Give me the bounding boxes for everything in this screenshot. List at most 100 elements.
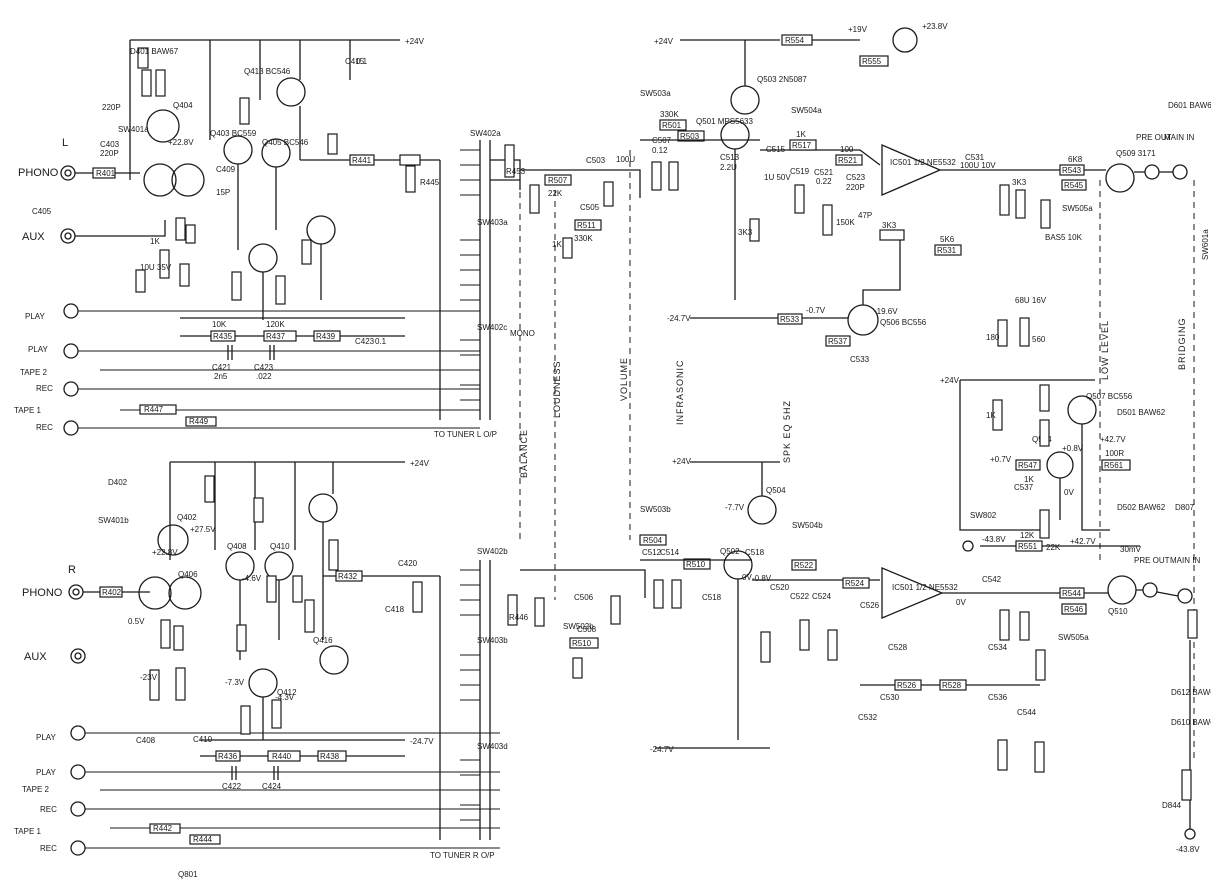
value-label: 0.12: [652, 146, 668, 155]
resistor-r546: [1061, 603, 1087, 615]
ic-label: IC501 1/2 NE5532: [890, 158, 956, 167]
resistor-label: R440: [272, 752, 292, 761]
switch-label: SW402c: [477, 323, 507, 332]
tuner-out-left: TO TUNER L O/P: [434, 430, 497, 439]
diode-label: D612 BAW62: [1171, 688, 1211, 697]
play-label: PLAY: [36, 768, 57, 777]
value-label: -7.7V: [725, 503, 745, 512]
resistor-r543: [997, 319, 1008, 347]
main-in-jack-bottom: [1177, 588, 1193, 604]
resistor-label: R432: [338, 572, 358, 581]
transistor-label: Q801: [178, 870, 198, 879]
diode-label: D844: [1162, 801, 1182, 810]
resistor-r519: [822, 204, 833, 236]
resistor-r431: [185, 224, 196, 244]
test-point-b2: [1184, 828, 1196, 840]
resistor-r520: [827, 629, 838, 661]
value-label: 560: [1032, 335, 1046, 344]
resistor-r443: [405, 165, 416, 193]
transistor-label: Q413 BC546: [244, 67, 291, 76]
resistor-label: R453: [506, 167, 526, 176]
rec-label: REC: [40, 844, 57, 853]
wire: [640, 462, 880, 740]
phono-jack-left: [60, 165, 76, 181]
control-linkage: [519, 150, 631, 600]
resistor-r536: [999, 609, 1010, 641]
bias-section: +24V Q507 BC556 Q504 1K R547 1K 22K R561…: [940, 376, 1195, 552]
capacitor-label: C537: [1014, 483, 1034, 492]
transistor-q402: [171, 163, 205, 197]
rec-label: REC: [40, 805, 57, 814]
switch-label: SW403a: [477, 218, 508, 227]
capacitor-label: C523: [846, 173, 866, 182]
resistor-r508b: [671, 579, 682, 609]
phono-jack-pin: [72, 588, 80, 596]
resistor-r429: [175, 217, 186, 241]
phono-jack-right: [68, 584, 84, 600]
tone-section: BALANCE LOUDNESS VOLUME INFRASONIC SPK E…: [519, 150, 792, 679]
resistor-r541: [1040, 199, 1051, 229]
value-label: 10U 35V: [140, 263, 172, 272]
resistor-label: R551: [1018, 542, 1038, 551]
value-label: -4.6V: [242, 574, 262, 583]
capacitor-label: C424: [262, 782, 282, 791]
value-label: -0.8V: [752, 574, 772, 583]
capacitor-label: C520: [770, 583, 790, 592]
value-label: 10K: [212, 320, 227, 329]
tuner-out-right: TO TUNER R O/P: [430, 851, 495, 860]
capacitor-label: C522: [790, 592, 810, 601]
switch-bank-wires: [479, 140, 491, 420]
resistor-r509: [562, 237, 573, 259]
infrasonic-label: INFRASONIC: [675, 359, 685, 425]
transistor-label: Q412: [277, 688, 297, 697]
resistor-r562: [1101, 459, 1131, 471]
resistor-r512: [610, 595, 621, 625]
value-label: 330K: [574, 234, 593, 243]
tape1-label: TAPE 1: [14, 827, 42, 836]
transistor-q412: [248, 668, 278, 698]
resistor-r545: [1019, 317, 1030, 347]
resistor-r504: [639, 534, 667, 546]
capacitor-label: C409: [216, 165, 236, 174]
value-label: 330K: [660, 110, 679, 119]
rail-label: -24.7V: [410, 737, 434, 746]
resistor-r521: [835, 154, 863, 166]
resistor-label: R446: [509, 613, 529, 622]
resistor-r506: [534, 597, 545, 627]
rec-jack-1: [63, 381, 79, 397]
aux-jack-pin: [74, 652, 82, 660]
transistor-q403: [223, 135, 253, 165]
resistor-r423: [275, 275, 286, 305]
resistor-r446: [507, 594, 518, 626]
test-point-b: [962, 540, 974, 552]
rail-label: -43.8V: [982, 535, 1006, 544]
resistor-r515: [794, 184, 805, 214]
transistor-label: Q403 BC559: [210, 129, 257, 138]
rail-label: +24V: [654, 37, 674, 46]
play-jack-1: [63, 303, 79, 319]
capacitor-label: C518: [745, 548, 765, 557]
capacitor-label: C542: [982, 575, 1002, 584]
capacitor-label: C505: [580, 203, 600, 212]
capacitor-label: C533: [850, 355, 870, 364]
resistor-label: R521: [838, 156, 858, 165]
value-label: 1K: [796, 130, 806, 139]
transistor-label: Q501 MPS5633: [696, 117, 753, 126]
resistor-r547b: [1039, 419, 1050, 447]
capacitor-label: C421: [212, 363, 232, 372]
resistor-label: R442: [153, 824, 173, 833]
capacitor-label: C534: [988, 643, 1008, 652]
value-label: 220P: [846, 183, 865, 192]
value-label: 0.1: [375, 337, 387, 346]
resistor-r414: [173, 625, 184, 651]
value-label: 1K: [986, 411, 996, 420]
rail-label: -19.6V: [874, 307, 898, 316]
diode-label: D601 BAW67: [1168, 101, 1211, 110]
rail-label: +24V: [940, 376, 960, 385]
value-label: 2n5: [214, 372, 228, 381]
resistor-label: R438: [320, 752, 340, 761]
wire: [690, 240, 901, 319]
resistor-label: R510: [572, 639, 592, 648]
resistor-r514: [760, 631, 771, 663]
transistor-q414: [308, 493, 338, 523]
